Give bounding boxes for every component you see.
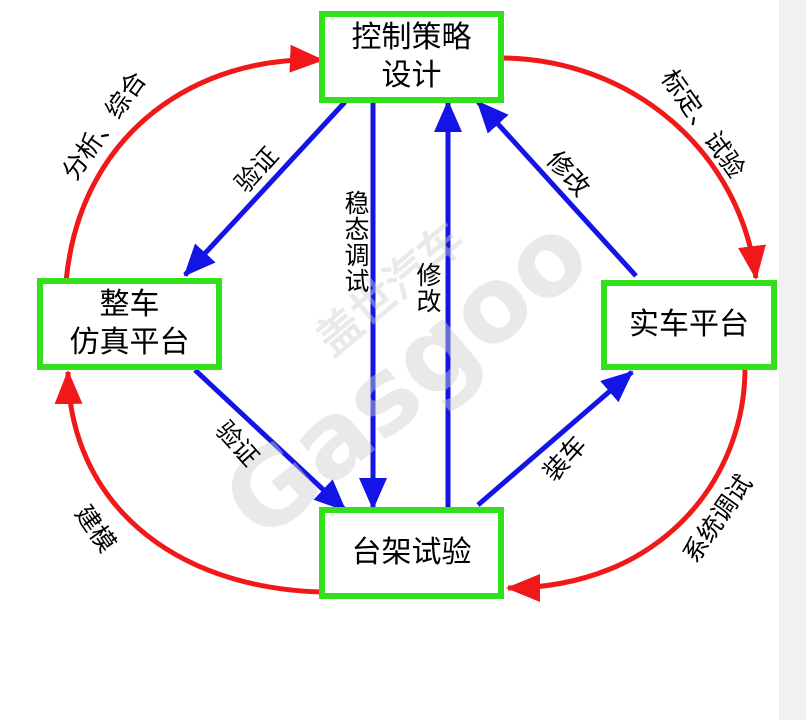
arrow-system-tuning [506,367,748,602]
node-label-line1: 实车平台 [629,307,749,342]
node-label-line1: 控制策略 [351,20,472,55]
node-label-line1: 台架试验 [351,535,472,570]
arrow-verify-bottom [193,368,347,512]
arrow-verify-top [183,100,347,277]
node-label-line2: 设计 [381,58,442,93]
arrow-modify-right [476,100,638,278]
node-control-strategy-design: 控制策略 设计 [319,11,504,103]
node-vehicle-simulation: 整车 仿真平台 [37,278,222,370]
arrow-modeling [54,370,323,595]
arrow-analysis [63,44,324,283]
arrow-install [476,370,634,507]
label-modify-center: 修改 [413,262,442,314]
arrow-calibration [499,55,766,280]
node-real-vehicle: 实车平台 [601,280,777,370]
node-label-line2: 仿真平台 [69,325,190,360]
page-margin-strip [779,0,806,720]
node-label-line1: 整车 [99,287,160,322]
node-bench-test: 台架试验 [319,507,504,599]
label-steady-tuning: 稳态调试 [341,190,370,294]
